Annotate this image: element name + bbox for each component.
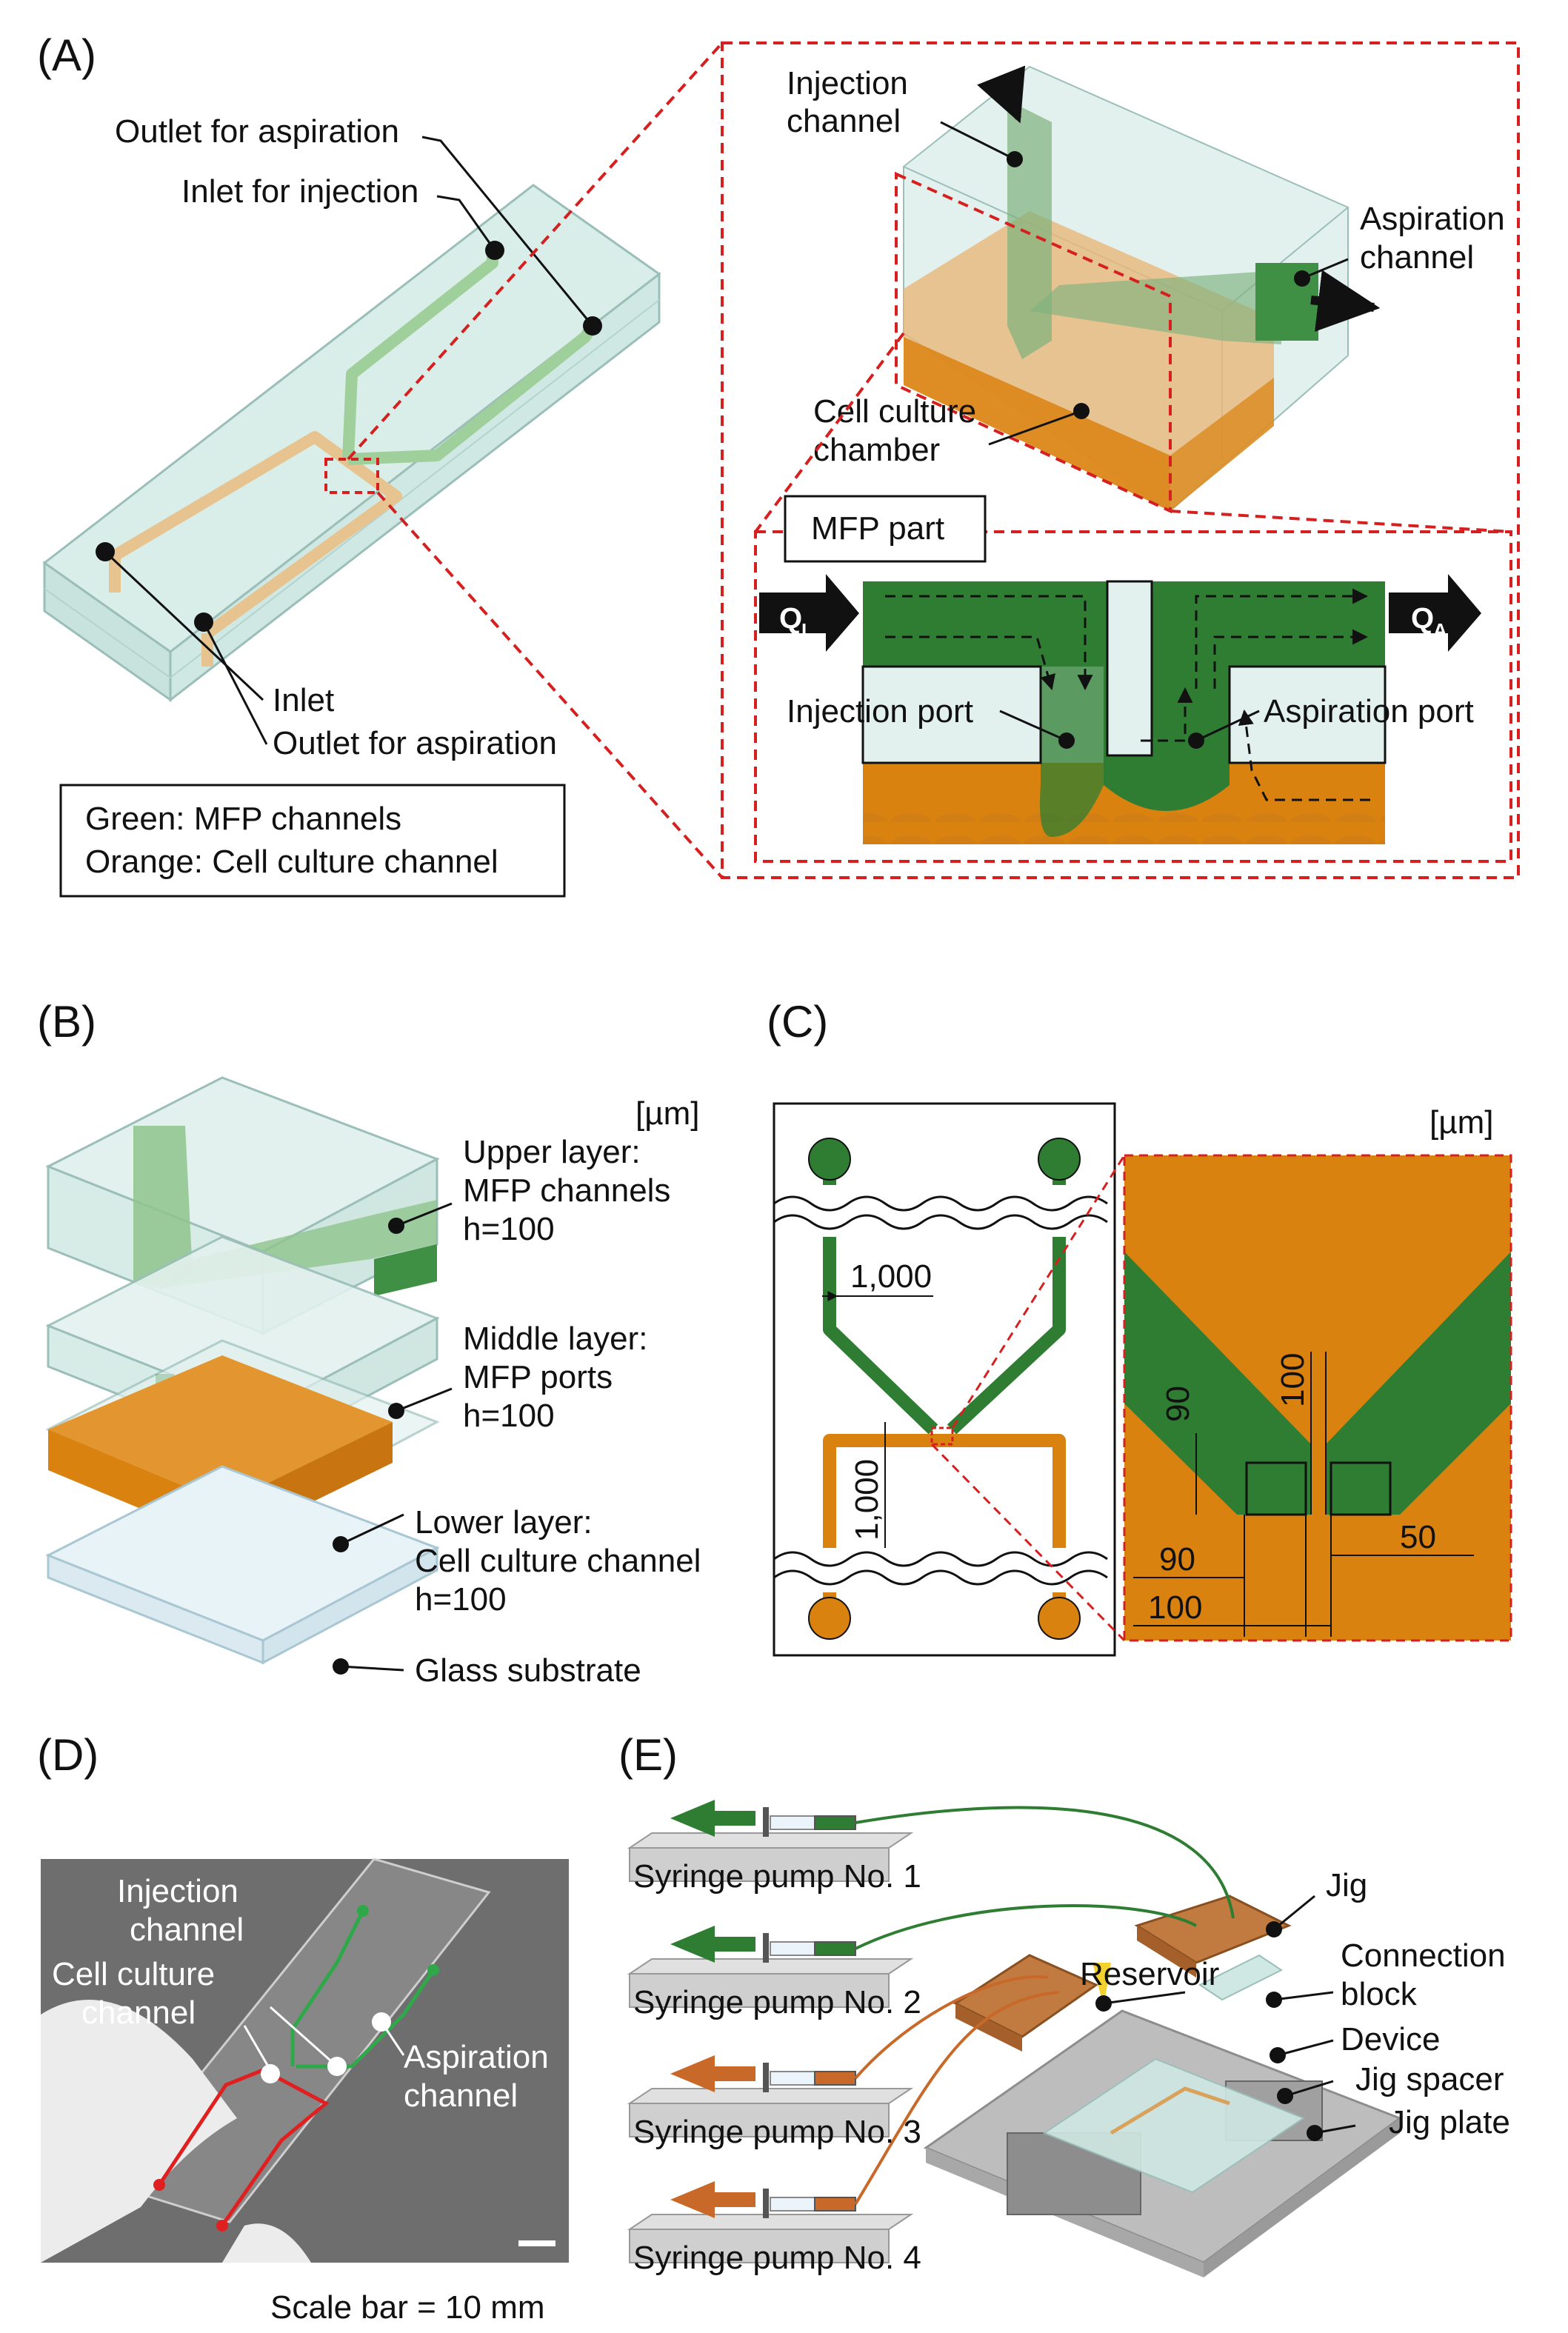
label-mfp-part: MFP part bbox=[811, 510, 944, 547]
zoom-3d bbox=[895, 65, 1381, 514]
panel-a: (A) Out bbox=[37, 30, 1520, 898]
b-glass: Glass substrate bbox=[415, 1652, 641, 1689]
c-dim-1000-v: 1,000 bbox=[849, 1459, 885, 1541]
reservoir bbox=[1092, 1963, 1111, 2007]
panel-c-tag: (C) bbox=[767, 997, 828, 1047]
label-inlet: Inlet bbox=[273, 682, 334, 718]
tubing bbox=[854, 1806, 1235, 2206]
b-upper-3: h=100 bbox=[463, 1211, 555, 1247]
label-injection-port: Injection port bbox=[787, 693, 973, 730]
panel-b: (B) [µm] bbox=[37, 997, 701, 1689]
e-leaders bbox=[1103, 1895, 1356, 2135]
b-lower-2: Cell culture channel bbox=[415, 1543, 701, 1579]
zoom-box bbox=[324, 458, 379, 494]
c-unit: [µm] bbox=[1429, 1104, 1493, 1141]
b-lower-1: Lower layer: bbox=[415, 1504, 593, 1541]
label-inlet-injection: Inlet for injection bbox=[181, 173, 418, 210]
e-device bbox=[1042, 2057, 1306, 2194]
c-dim-1000-h: 1,000 bbox=[850, 1258, 932, 1295]
label-outlet-bottom: Outlet for aspiration bbox=[273, 725, 557, 761]
e-jig-plate: Jig plate bbox=[1389, 2104, 1510, 2140]
c-zoom-dims bbox=[1133, 1352, 1474, 1637]
d-scale-label: Scale bar = 10 mm bbox=[270, 2289, 545, 2326]
panel-c: (C) 1,000 1,000 bbox=[767, 997, 1512, 1657]
c-layout-frame bbox=[773, 1102, 1116, 1657]
label-outlet-top: Outlet for aspiration bbox=[115, 113, 399, 150]
qa-arrow bbox=[1389, 574, 1481, 652]
c-dim-90-v: 90 bbox=[1160, 1386, 1196, 1422]
b-leaders bbox=[340, 1202, 453, 1672]
d-cell-1: Cell culture bbox=[52, 1956, 215, 1992]
label-aspiration-channel-1: Aspiration bbox=[1360, 201, 1505, 237]
label-aspiration-channel-2: channel bbox=[1360, 239, 1474, 276]
b-upper-2: MFP channels bbox=[463, 1172, 670, 1209]
pump-4 bbox=[627, 2181, 914, 2263]
label-cell-chamber-1: Cell culture bbox=[813, 393, 976, 430]
pump-2 bbox=[627, 1926, 914, 2008]
b-middle-1: Middle layer: bbox=[463, 1321, 647, 1357]
panel-d: (D) Injection channel Cell culture chann… bbox=[37, 1730, 569, 2326]
e-pump2: Syringe pump No. 2 bbox=[633, 1984, 921, 2020]
a-leaders bbox=[104, 136, 594, 745]
e-pump3: Syringe pump No. 3 bbox=[633, 2114, 921, 2150]
glass-layer bbox=[45, 1465, 440, 1665]
qi-arrow bbox=[759, 574, 859, 652]
qi-label: Q bbox=[779, 602, 802, 635]
qa-sub: A bbox=[1433, 619, 1447, 641]
panel-d-tag: (D) bbox=[37, 1730, 99, 1780]
label-aspiration-port: Aspiration port bbox=[1264, 693, 1474, 730]
d-cell-2: channel bbox=[81, 1995, 196, 2031]
e-connection-2: block bbox=[1341, 1976, 1418, 2012]
b-middle-3: h=100 bbox=[463, 1398, 555, 1434]
a-zoom-leaders bbox=[940, 121, 1349, 446]
qi-sub: I bbox=[801, 619, 807, 641]
c-dim-100-v: 100 bbox=[1275, 1353, 1311, 1407]
pump-1 bbox=[627, 1800, 914, 1882]
c-dim-100-h: 100 bbox=[1148, 1589, 1202, 1626]
panel-e: (E) bbox=[618, 1730, 1510, 2277]
label-cell-chamber-2: chamber bbox=[813, 432, 940, 468]
panel-e-tag: (E) bbox=[618, 1730, 678, 1780]
label-injection-channel-2: channel bbox=[787, 103, 901, 139]
d-aspiration-1: Aspiration bbox=[404, 2039, 549, 2075]
b-unit: [µm] bbox=[635, 1095, 699, 1132]
mfp-projection bbox=[754, 332, 1512, 863]
legend-line2: Orange: Cell culture channel bbox=[85, 844, 498, 880]
d-injection-2: channel bbox=[130, 1912, 244, 1948]
panel-a-tag: (A) bbox=[37, 30, 96, 80]
legend-box bbox=[59, 784, 566, 898]
c-projection bbox=[930, 1155, 1126, 1642]
legend-line1: Green: MFP channels bbox=[85, 801, 401, 837]
flow-lines bbox=[885, 588, 1370, 801]
e-connection-1: Connection bbox=[1341, 1938, 1506, 1974]
mfp-cross-section bbox=[861, 580, 1387, 844]
e-reservoir: Reservoir bbox=[1080, 1956, 1219, 1992]
d-injection-1: Injection bbox=[117, 1873, 238, 1909]
e-device-label: Device bbox=[1341, 2021, 1441, 2057]
e-pump1: Syringe pump No. 1 bbox=[633, 1858, 921, 1895]
b-lower-3: h=100 bbox=[415, 1581, 507, 1618]
e-pump4: Syringe pump No. 4 bbox=[633, 2240, 921, 2276]
c-dim-50: 50 bbox=[1400, 1519, 1436, 1555]
c-zoom-detail bbox=[1123, 1154, 1512, 1642]
mfp-part-box bbox=[784, 495, 987, 563]
pump-3 bbox=[627, 2055, 914, 2137]
qa-label: Q bbox=[1411, 602, 1434, 635]
b-middle-2: MFP ports bbox=[463, 1359, 613, 1395]
c-dim-90-h: 90 bbox=[1159, 1541, 1195, 1578]
e-jig-spacer: Jig spacer bbox=[1355, 2061, 1504, 2097]
zoom-projection bbox=[347, 41, 1520, 879]
d-aspiration-2: channel bbox=[404, 2077, 518, 2114]
syringe-pumps bbox=[627, 1800, 914, 2263]
d-scale-bar bbox=[518, 2240, 556, 2246]
b-upper-1: Upper layer: bbox=[463, 1134, 641, 1170]
jig-right bbox=[1134, 1895, 1292, 1964]
panel-b-tag: (B) bbox=[37, 997, 96, 1047]
label-injection-channel-1: Injection bbox=[787, 65, 908, 101]
e-jig: Jig bbox=[1326, 1867, 1367, 1903]
d-glove bbox=[41, 2000, 237, 2263]
